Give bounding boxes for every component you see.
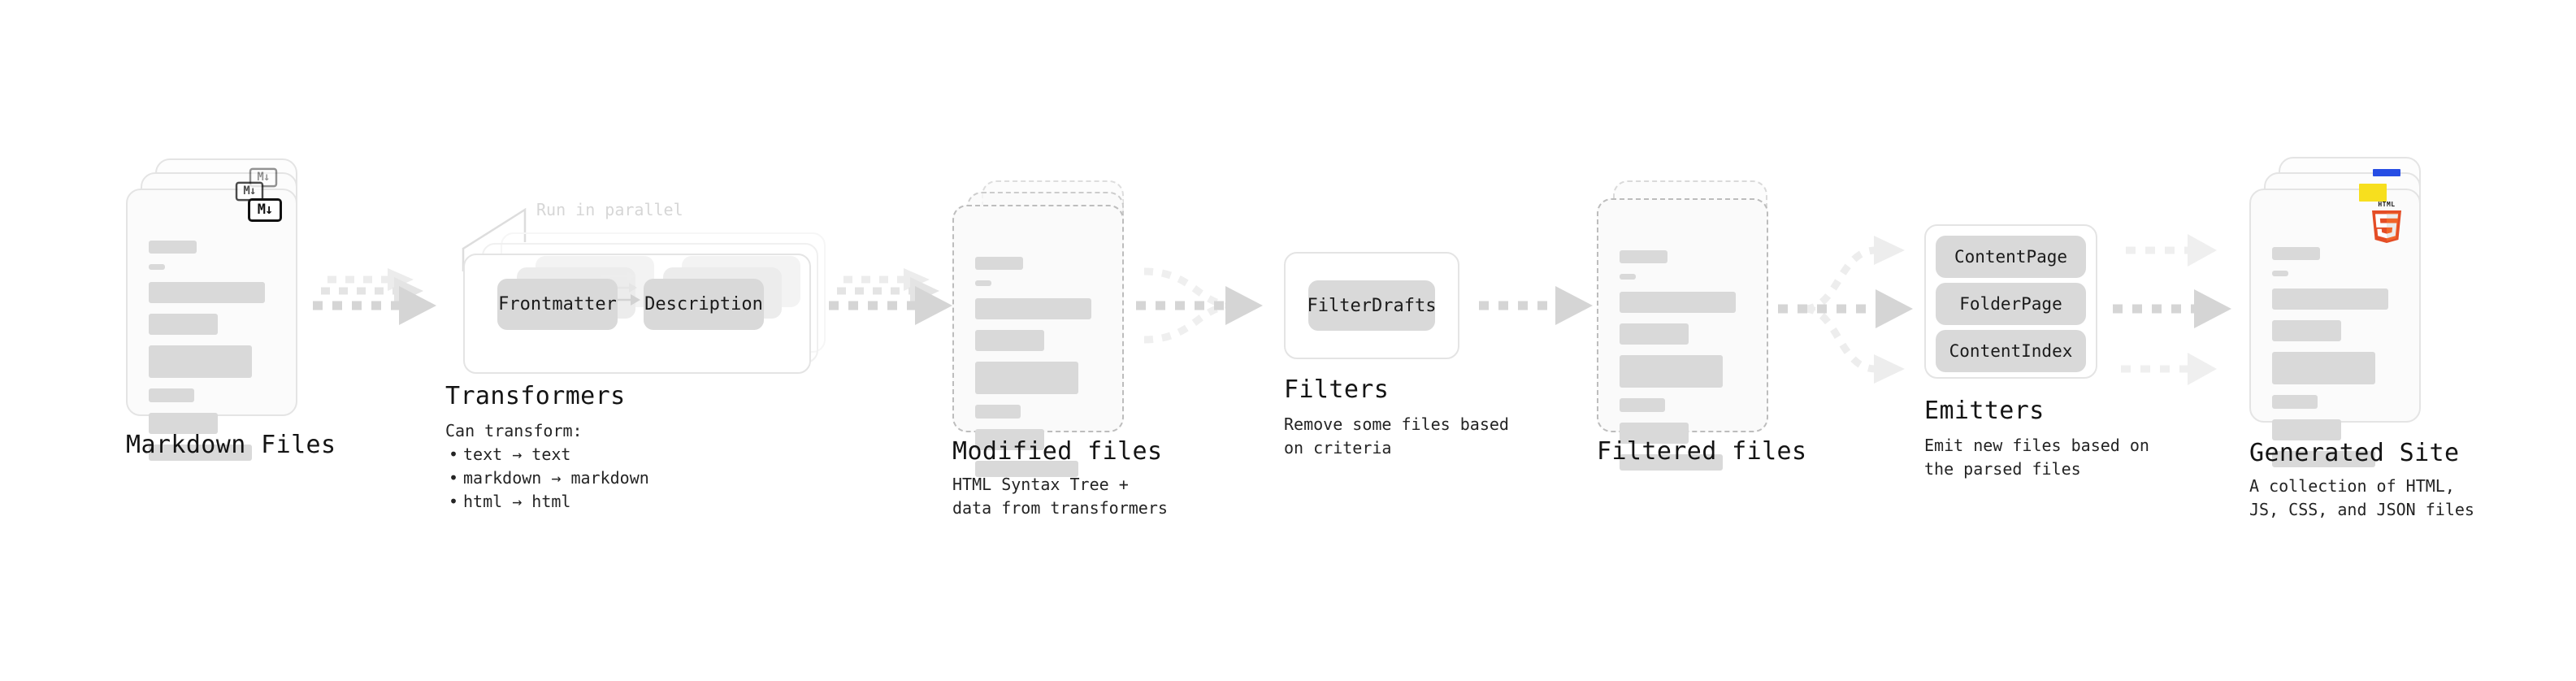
document-card-front — [126, 189, 297, 461]
stage-filters: FilterDrafts Filters Remove some files b… — [1284, 0, 1528, 681]
emitter-chip-contentpage[interactable]: ContentPage — [1936, 236, 2086, 278]
chip-label: FilterDrafts — [1307, 295, 1437, 316]
markdown-badge-letter: M — [257, 170, 263, 184]
document-card-front — [952, 205, 1124, 477]
transformers-title: Transformers — [445, 382, 626, 410]
modified-file-stack — [952, 180, 1156, 477]
chip-label: ContentPage — [1954, 247, 2068, 267]
stage-transformers: Run in parallel Frontmatter Descrip — [445, 0, 868, 681]
stage-markdown-files: M↓ M↓ M↓ Markdown Files — [126, 0, 370, 681]
markdown-badge: M↓ — [248, 198, 282, 222]
transform-list-item: text → text — [449, 443, 649, 466]
markdown-badge-letter: M — [243, 184, 249, 198]
emitter-chip-folderpage[interactable]: FolderPage — [1936, 283, 2086, 325]
emitters-title: Emitters — [1924, 397, 2045, 425]
document-card-front — [2249, 189, 2421, 467]
modified-files-title: Modified files — [952, 437, 1163, 466]
document-skeleton — [975, 257, 1101, 488]
filters-subtitle: Remove some files based on criteria — [1284, 414, 1509, 458]
transformers-subtitle: Can transform: text → text markdown → ma… — [445, 419, 649, 514]
transformer-chip-frontmatter[interactable]: Frontmatter — [497, 279, 618, 330]
emitters-subtitle: Emit new files based on the parsed files — [1924, 436, 2149, 479]
filtered-files-title: Filtered files — [1597, 437, 1807, 466]
css-badge — [2373, 169, 2400, 176]
generated-site-subtitle: A collection of HTML, JS, CSS, and JSON … — [2249, 476, 2474, 519]
chip-label: Frontmatter — [498, 294, 617, 314]
document-skeleton — [1620, 250, 1746, 481]
generated-site-title: Generated Site — [2249, 439, 2460, 467]
transform-capability-list: text → text markdown → markdown html → h… — [445, 443, 649, 514]
stage-filtered-files: Filtered files — [1597, 0, 1841, 681]
run-in-parallel-label: Run in parallel — [536, 200, 683, 219]
markdown-files-title: Markdown Files — [126, 431, 336, 459]
filter-chip-filterdrafts[interactable]: FilterDrafts — [1307, 280, 1437, 331]
markdown-badge-arrow: ↓ — [265, 202, 273, 218]
stage-modified-files: Modified files HTML Syntax Tree + data f… — [952, 0, 1196, 681]
html5-badge: HTML — [2368, 199, 2405, 243]
transformers-subtitle-lead: Can transform: — [445, 421, 583, 440]
filtered-file-stack — [1597, 180, 1800, 471]
generated-site-stack: HTML — [2249, 157, 2461, 467]
chip-label: FolderPage — [1959, 294, 2062, 314]
js-badge — [2359, 184, 2387, 202]
stage-emitters: ContentPage FolderPage ContentIndex Emit… — [1924, 0, 2192, 681]
transform-list-item: markdown → markdown — [449, 466, 649, 490]
chip-label: Description — [644, 294, 763, 314]
markdown-badge-arrow: ↓ — [263, 170, 270, 184]
stage-generated-site: HTML Generated Site A collection of HTML… — [2249, 0, 2526, 681]
markdown-badge-letter: M — [257, 202, 266, 218]
transformer-chip-description[interactable]: Description — [644, 279, 764, 330]
document-skeleton — [2272, 247, 2398, 478]
svg-text:HTML: HTML — [2378, 201, 2395, 208]
markdown-file-stack: M↓ M↓ M↓ — [126, 158, 329, 461]
document-card-front — [1597, 198, 1768, 471]
transform-list-item: html → html — [449, 490, 649, 514]
modified-files-subtitle: HTML Syntax Tree + data from transformer… — [952, 475, 1168, 518]
filters-title: Filters — [1284, 375, 1390, 404]
document-skeleton — [149, 241, 275, 471]
chip-label: ContentIndex — [1949, 341, 2073, 361]
markdown-badge-arrow: ↓ — [249, 184, 256, 198]
emitter-chip-contentindex[interactable]: ContentIndex — [1936, 330, 2086, 372]
